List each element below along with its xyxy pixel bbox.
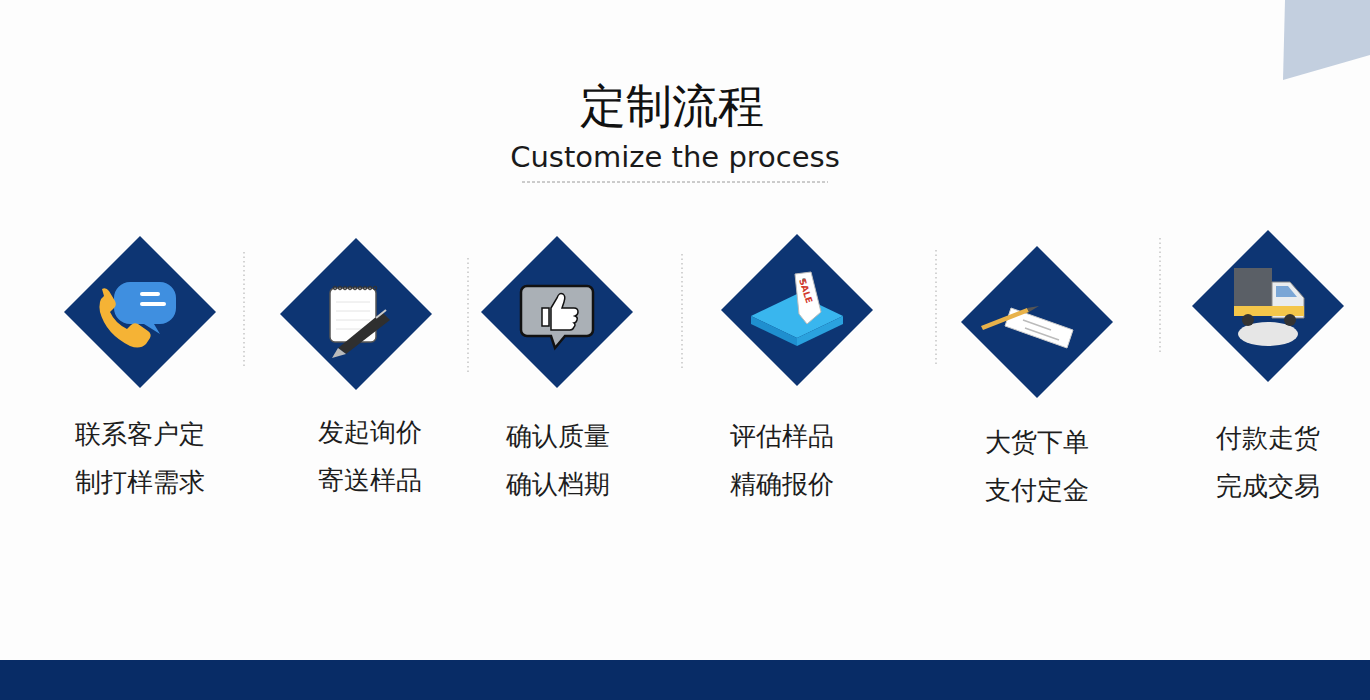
subtitle-underline — [522, 182, 828, 183]
step-icon — [751, 272, 843, 346]
subtitle: Customize the process — [422, 138, 928, 176]
step-label: 确认质量 确认档期 — [453, 412, 663, 508]
step-label: 大货下单 支付定金 — [932, 418, 1142, 514]
diamond-shape — [437, 236, 677, 392]
separator-line — [935, 250, 936, 366]
diamond-shape — [1148, 230, 1370, 386]
separator-line — [681, 254, 682, 370]
process-step: 确认质量 确认档期 — [437, 236, 677, 522]
corner-shape — [1283, 0, 1370, 80]
diamond-shape — [236, 238, 476, 394]
diamond-shape — [20, 236, 260, 392]
process-step: 付款走货 完成交易 — [1148, 230, 1370, 524]
diamond-shape — [677, 234, 917, 390]
diamond — [1192, 230, 1344, 382]
step-label: 发起询价 寄送样品 — [265, 408, 475, 504]
step-icon — [521, 286, 593, 348]
process-step: 大货下单 支付定金 — [917, 246, 1157, 528]
diamond — [481, 236, 633, 388]
process-step: 发起询价 寄送样品 — [236, 238, 476, 518]
step-icon — [330, 286, 390, 358]
process-step: 评估样品 精确报价SALE — [677, 234, 917, 522]
separator-line — [243, 252, 244, 368]
step-label: 评估样品 精确报价 — [677, 412, 887, 508]
diamond — [961, 246, 1113, 398]
diamond — [64, 236, 216, 388]
page-title: 定制流程 — [472, 78, 872, 134]
separator-line — [1159, 238, 1160, 354]
step-label: 联系客户定 制打样需求 — [35, 410, 245, 506]
step-icon — [1234, 268, 1304, 346]
diamond — [280, 238, 432, 390]
bottom-band — [0, 660, 1370, 700]
step-label: 付款走货 完成交易 — [1163, 414, 1370, 510]
process-step: 联系客户定 制打样需求 — [20, 236, 260, 520]
step-icon — [100, 282, 177, 348]
step-icon — [981, 306, 1073, 348]
diamond-shape — [917, 246, 1157, 402]
separator-line — [467, 258, 468, 374]
diamond — [721, 234, 873, 386]
